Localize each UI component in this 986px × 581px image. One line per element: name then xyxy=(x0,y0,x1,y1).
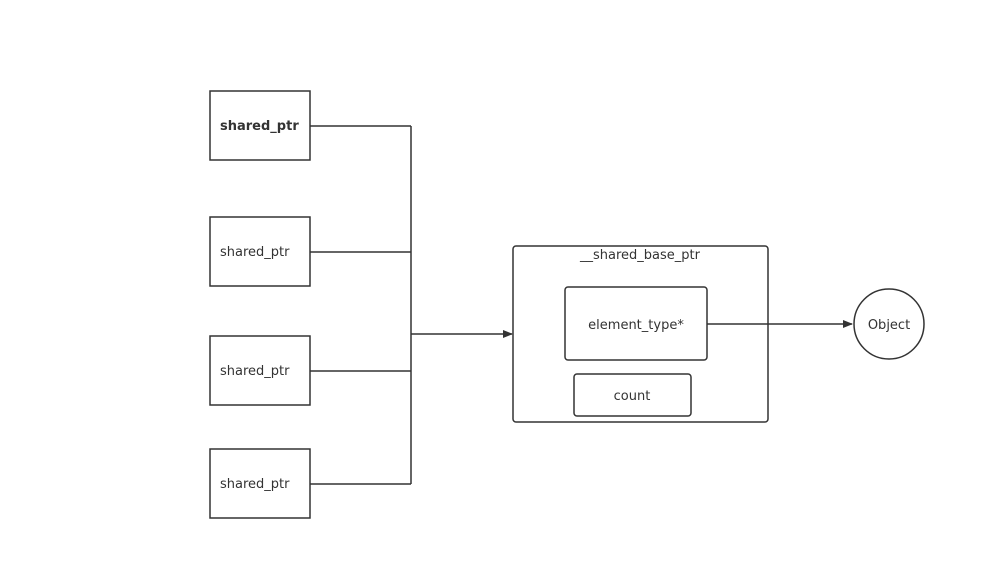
shared-ptr-label-4: shared_ptr xyxy=(220,477,290,492)
shared-ptr-box-2 xyxy=(209,216,311,287)
count-field-label: count xyxy=(614,389,651,404)
shared-ptr-node-2: shared_ptr xyxy=(209,216,311,287)
control-block: __shared_base_ptr element_type* count xyxy=(512,245,769,423)
shared-ptr-node-1: shared_ptr xyxy=(209,90,311,161)
control-block-title: __shared_base_ptr xyxy=(579,248,701,263)
shared-ptr-label-3: shared_ptr xyxy=(220,364,290,379)
shared-ptr-box-1 xyxy=(209,90,311,161)
object-node: Object xyxy=(853,288,925,360)
pointer-connectors xyxy=(310,125,412,485)
shared-ptr-box-3 xyxy=(209,335,311,406)
shared-ptr-label-1: shared_ptr xyxy=(220,119,299,134)
element-field-label: element_type* xyxy=(588,318,684,333)
object-circle xyxy=(853,288,925,360)
shared-ptr-label-2: shared_ptr xyxy=(220,245,290,260)
shared-ptr-node-4: shared_ptr xyxy=(209,448,311,519)
object-label: Object xyxy=(868,318,910,333)
shared-ptr-node-3: shared_ptr xyxy=(209,335,311,406)
count-field-box xyxy=(573,373,692,417)
